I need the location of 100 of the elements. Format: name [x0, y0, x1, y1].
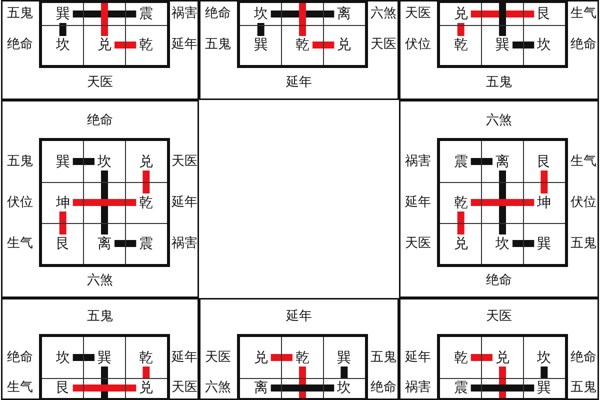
trigram-label: 巽	[535, 379, 554, 397]
trigram-label: 坎	[54, 36, 72, 54]
direction-label: 延年	[285, 74, 313, 92]
nine-cell-grid	[437, 138, 568, 267]
trigram-label: 乾	[452, 194, 470, 212]
side-label: 绝命	[370, 379, 398, 397]
side-label: 五鬼	[570, 379, 598, 397]
side-label: 五鬼	[204, 36, 232, 54]
trigram-label: 巽	[54, 152, 72, 170]
connecting-bar	[512, 240, 534, 247]
side-label: 绝命	[570, 36, 598, 54]
side-label: 延年	[170, 194, 198, 212]
connecting-bar	[142, 366, 150, 379]
side-label: 生气	[6, 379, 34, 397]
side-label: 天医	[204, 348, 232, 366]
side-label: 五鬼	[570, 234, 598, 252]
side-label: 伏位	[404, 36, 432, 54]
connecting-bar	[312, 42, 334, 48]
trigram-label: 坎	[535, 36, 554, 54]
direction-label: 绝命	[86, 112, 114, 130]
side-label: 延年	[404, 194, 432, 212]
side-label: 延年	[404, 348, 432, 366]
trigram-label: 兑	[494, 348, 512, 366]
nine-cell-grid	[237, 334, 368, 400]
side-label: 生气	[570, 152, 598, 170]
trigram-label: 乾	[137, 348, 156, 366]
side-label: 绝命	[204, 5, 232, 23]
chart-panel	[399, 0, 599, 100]
connecting-bar	[72, 10, 136, 18]
side-label: 伏位	[6, 194, 34, 212]
side-label: 绝命	[570, 348, 598, 366]
trigram-label: 离	[96, 234, 114, 252]
trigram-label: 巽	[535, 234, 554, 252]
chart-panel	[1, 100, 199, 298]
trigram-label: 兑	[137, 152, 156, 170]
trigram-label: 乾	[452, 348, 470, 366]
connecting-bar	[499, 3, 506, 36]
direction-label: 六煞	[86, 272, 114, 290]
direction-label: 延年	[285, 308, 313, 326]
side-label: 天医	[170, 379, 198, 397]
trigram-label: 巽	[335, 348, 354, 366]
trigram-label: 坤	[54, 194, 72, 212]
direction-label: 六煞	[485, 112, 513, 130]
connecting-bar	[59, 23, 66, 36]
connecting-bar	[270, 354, 292, 361]
connecting-bar	[499, 170, 506, 234]
connecting-bar	[270, 384, 334, 392]
connecting-bar	[470, 158, 492, 165]
side-label: 祸害	[404, 379, 432, 397]
trigram-label: 坎	[335, 379, 354, 397]
connecting-bar	[72, 199, 136, 206]
connecting-bar	[257, 23, 264, 36]
side-label: 五鬼	[6, 5, 34, 23]
connecting-bar	[540, 170, 548, 194]
side-label: 祸害	[170, 234, 198, 252]
trigram-label: 乾	[294, 36, 312, 54]
side-label: 延年	[170, 36, 198, 54]
trigram-label: 离	[494, 152, 512, 170]
trigram-label: 乾	[137, 194, 156, 212]
nine-cell-grid	[39, 0, 170, 68]
chart-panel	[199, 0, 399, 100]
trigram-label: 乾	[137, 36, 156, 54]
connecting-bar	[512, 42, 534, 48]
connecting-bar	[72, 384, 136, 392]
connecting-bar	[101, 366, 108, 398]
trigram-label: 震	[137, 234, 156, 252]
side-label: 天医	[170, 152, 198, 170]
direction-label: 天医	[485, 308, 513, 326]
direction-label: 天医	[86, 74, 114, 92]
chart-panel	[399, 298, 599, 400]
nine-cell-grid	[237, 0, 368, 68]
trigram-label: 坎	[535, 348, 554, 366]
trigram-label: 艮	[535, 5, 554, 23]
trigram-label: 巽	[252, 36, 270, 54]
connecting-bar	[101, 3, 108, 36]
trigram-label: 坎	[96, 152, 114, 170]
connecting-bar	[101, 170, 108, 234]
connecting-bar	[457, 212, 464, 234]
connecting-bar	[114, 42, 136, 48]
chart-panel	[1, 0, 199, 100]
side-label: 天医	[370, 36, 398, 54]
connecting-bar	[72, 158, 94, 165]
trigram-label: 乾	[452, 36, 470, 54]
trigram-label: 兑	[452, 234, 470, 252]
side-label: 天医	[404, 5, 432, 23]
connecting-bar	[142, 170, 150, 194]
trigram-label: 坤	[535, 194, 554, 212]
side-label: 六煞	[204, 379, 232, 397]
trigram-label: 兑	[96, 36, 114, 54]
trigram-label: 乾	[294, 348, 312, 366]
trigram-label: 坎	[494, 234, 512, 252]
side-label: 生气	[6, 234, 34, 252]
connecting-bar	[470, 10, 534, 18]
trigram-label: 兑	[452, 5, 470, 23]
trigram-label: 坎	[252, 5, 270, 23]
connecting-bar	[499, 366, 506, 398]
side-label: 延年	[170, 348, 198, 366]
nine-cell-grid	[39, 334, 170, 400]
connecting-bar	[299, 366, 306, 398]
chart-panel	[199, 298, 399, 400]
